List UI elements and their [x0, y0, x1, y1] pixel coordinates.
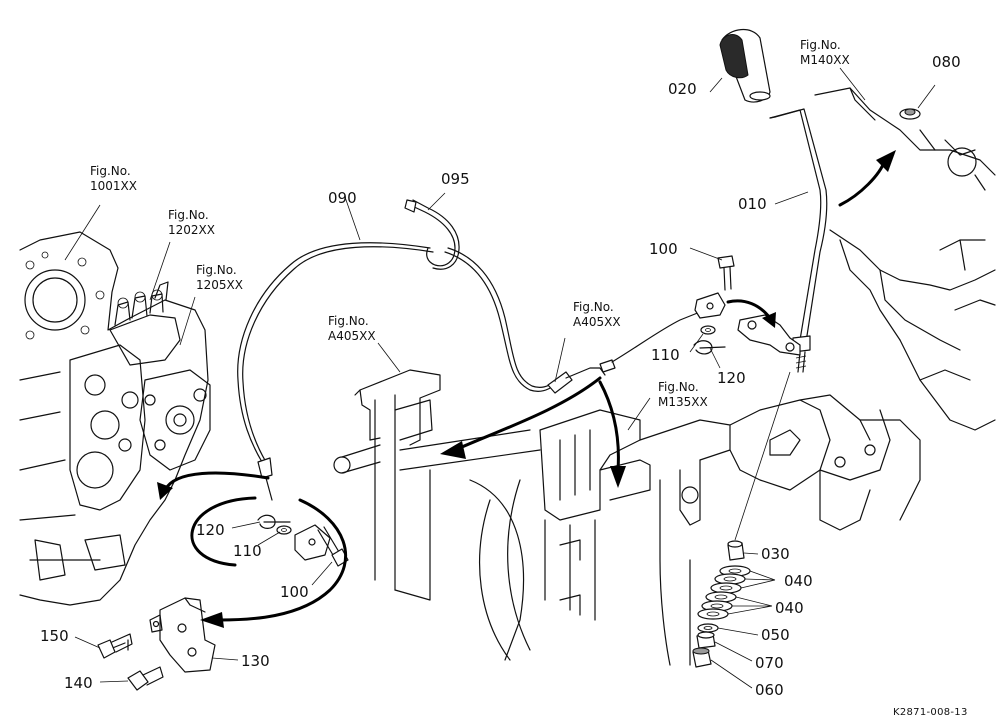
clevis-lower — [294, 524, 331, 561]
stack-070 — [696, 631, 716, 649]
washer-110-lower — [276, 525, 292, 535]
clip-120-lower — [257, 514, 291, 529]
label-140: 140 — [64, 674, 93, 692]
fig-ref-m135: Fig.No. M135XX — [658, 380, 708, 410]
grommet-080 — [899, 84, 936, 120]
engine-block — [19, 231, 211, 606]
leader-140 — [99, 680, 129, 683]
leader-120b — [231, 521, 261, 529]
frame-a405 — [333, 369, 541, 661]
fig-ref-a405-right: Fig.No. A405XX — [573, 300, 621, 330]
fig-ref-a405-left: Fig.No. A405XX — [328, 314, 376, 344]
fig-ref-a405-left-prefix: Fig.No. — [328, 314, 369, 328]
leader-1202 — [149, 241, 171, 301]
fig-ref-a405-left-number: A405XX — [328, 329, 376, 343]
fig-ref-m135-number: M135XX — [658, 395, 708, 409]
fig-ref-a405-right-number: A405XX — [573, 315, 621, 329]
fig-ref-1205-prefix: Fig.No. — [196, 263, 237, 277]
fig-ref-1202-number: 1202XX — [168, 223, 215, 237]
label-095: 095 — [441, 170, 470, 188]
stack-040 — [697, 565, 751, 620]
stack-060 — [692, 647, 712, 668]
label-090: 090 — [328, 189, 357, 207]
fig-ref-1205-number: 1205XX — [196, 278, 243, 292]
label-100-upper: 100 — [649, 240, 678, 258]
label-130: 130 — [241, 652, 270, 670]
leader-1205 — [179, 296, 196, 346]
label-120-lower: 120 — [196, 521, 225, 539]
bracket-130 — [149, 597, 216, 673]
assembly-arrows — [157, 150, 896, 628]
fig-ref-1001: Fig.No. 1001XX — [90, 164, 137, 194]
leader-020 — [709, 77, 723, 93]
fig-ref-m140-prefix: Fig.No. — [800, 38, 841, 52]
fig-ref-1205: Fig.No. 1205XX — [196, 263, 243, 293]
label-050: 050 — [761, 626, 790, 644]
label-060: 060 — [755, 681, 784, 699]
label-010: 010 — [738, 195, 767, 213]
stack-030 — [727, 540, 745, 561]
leader-a405-left — [377, 342, 401, 373]
label-110-upper: 110 — [651, 346, 680, 364]
label-070: 070 — [755, 654, 784, 672]
leader-100a — [689, 247, 723, 261]
clevis-upper — [694, 292, 726, 319]
leader-120a — [709, 347, 721, 369]
fig-ref-1001-prefix: Fig.No. — [90, 164, 131, 178]
plate-edge — [478, 499, 511, 661]
transmission-housing — [814, 87, 996, 431]
clip-120-upper — [693, 340, 726, 355]
leader-a405-right — [554, 337, 566, 383]
leader-150 — [74, 636, 101, 649]
label-040-a: 040 — [784, 572, 813, 590]
leader-100b — [311, 561, 333, 586]
stack-050 — [697, 623, 719, 633]
leader-110b — [257, 531, 281, 546]
label-150: 150 — [40, 627, 69, 645]
label-120-upper: 120 — [717, 369, 746, 387]
fig-ref-1001-number: 1001XX — [90, 179, 137, 193]
leader-1001 — [64, 204, 101, 261]
leader-m135 — [627, 397, 651, 431]
label-020: 020 — [668, 80, 697, 98]
drawing-code: K2871-008-13 — [893, 707, 968, 718]
label-040-b: 040 — [775, 599, 804, 617]
leader-040a — [740, 570, 776, 589]
label-110-lower: 110 — [233, 542, 262, 560]
label-080: 080 — [932, 53, 961, 71]
bolt-140 — [127, 666, 164, 691]
bolt-150 — [97, 633, 133, 659]
plate-edge-2 — [507, 479, 531, 651]
cable-090 — [237, 242, 701, 501]
leader-010 — [774, 191, 809, 205]
fig-ref-m140: Fig.No. M140XX — [800, 38, 850, 68]
fig-ref-1202: Fig.No. 1202XX — [168, 208, 215, 238]
leader-090 — [344, 196, 361, 241]
leader-110a — [689, 333, 704, 353]
leader-070 — [714, 641, 753, 662]
fig-ref-m140-number: M140XX — [800, 53, 850, 67]
label-100-lower: 100 — [280, 583, 309, 601]
leader-030 — [743, 552, 759, 555]
frame-m135 — [539, 394, 921, 666]
fig-ref-1202-prefix: Fig.No. — [168, 208, 209, 222]
pin-100-upper — [717, 255, 735, 291]
clip-095 — [404, 199, 460, 270]
leader-130 — [211, 657, 239, 661]
washer-110-upper — [700, 325, 716, 335]
leader-040b — [727, 596, 773, 615]
label-030: 030 — [761, 545, 790, 563]
leader-060 — [710, 659, 753, 689]
fig-ref-a405-right-prefix: Fig.No. — [573, 300, 614, 314]
leader-095 — [427, 192, 446, 211]
fig-ref-m135-prefix: Fig.No. — [658, 380, 699, 394]
knob-020 — [719, 29, 771, 103]
leader-m140 — [839, 67, 866, 101]
leader-050 — [717, 627, 759, 636]
